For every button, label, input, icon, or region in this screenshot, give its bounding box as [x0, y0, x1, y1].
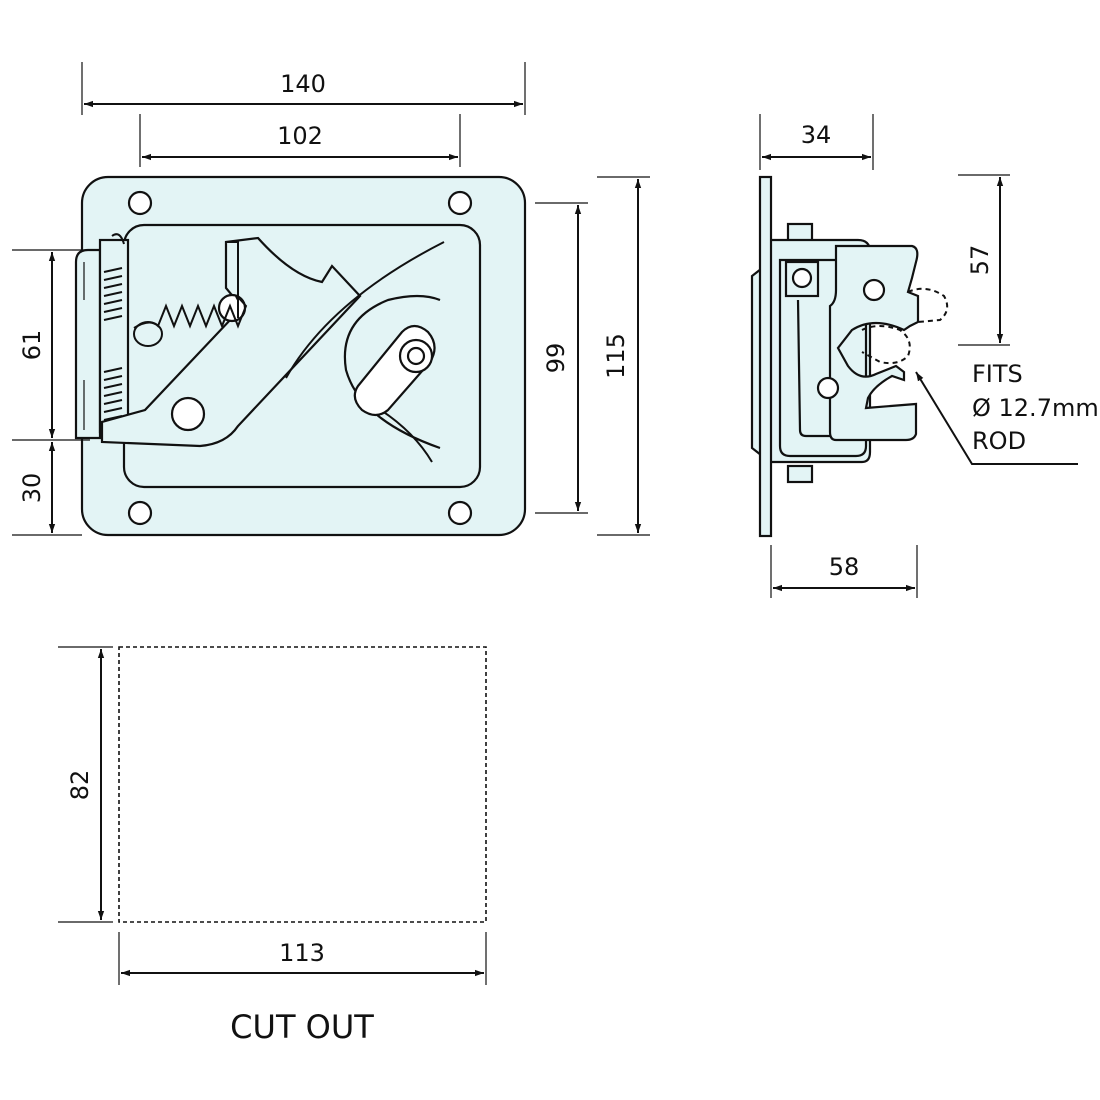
dim-overall-width: 140	[280, 70, 326, 98]
rod-leader-line	[915, 371, 1078, 465]
note-line-2: Ø 12.7mm	[972, 394, 1099, 422]
claw-rivet-lower	[816, 376, 840, 400]
cutout-view: 82 113 CUT OUT	[58, 646, 487, 1046]
hinge-spring-lower	[103, 367, 123, 421]
side-view	[750, 175, 949, 538]
dim-left-upper: 61	[18, 330, 46, 361]
side-bracket	[74, 248, 102, 440]
note-line-1: FITS	[972, 360, 1023, 388]
side-dimensions: 34 57 58 FITS Ø 12.7mm ROD	[759, 114, 1099, 598]
lever-tab	[226, 241, 239, 318]
lever-pivot-hole	[170, 396, 206, 432]
rod-upper-dashed	[907, 287, 949, 323]
rod-lower-dashed	[861, 325, 911, 365]
dim-tray-width: 102	[277, 122, 323, 150]
mounting-hole-bottom-left	[127, 500, 153, 526]
dim-cutout-height: 82	[66, 770, 94, 801]
dim-tray-height: 99	[542, 343, 570, 374]
hinge-spring-upper	[103, 267, 123, 321]
cutout-outline	[118, 646, 487, 923]
front-dimensions: 140 102 61 30 99 115	[12, 62, 650, 536]
claw-plate	[828, 244, 920, 442]
housing-rivet	[791, 267, 813, 289]
dim-cutout-width: 113	[279, 939, 325, 967]
handle-edge-upper	[285, 241, 445, 379]
dim-depth-top: 34	[801, 121, 832, 149]
dim-left-lower: 30	[18, 473, 46, 504]
housing-block	[784, 260, 820, 298]
dim-slot-height: 57	[966, 245, 994, 276]
claw-rivet-upper	[862, 278, 886, 302]
note-line-3: ROD	[972, 427, 1026, 455]
tension-spring	[133, 295, 248, 347]
trigger-lever	[100, 236, 362, 448]
cutout-caption: CUT OUT	[230, 1008, 374, 1046]
front-view	[74, 175, 527, 537]
mounting-hole-bottom-right	[447, 500, 473, 526]
hinge-plate	[98, 238, 130, 434]
bottom-pin	[786, 464, 814, 484]
dim-overall-height: 115	[602, 333, 630, 379]
bolt-center	[406, 346, 426, 366]
mounting-hole-top-left	[127, 190, 153, 216]
dim-depth-bottom: 58	[829, 553, 860, 581]
hinge-hook	[111, 233, 125, 245]
mounting-hole-top-right	[447, 190, 473, 216]
side-mounting-plate	[758, 175, 773, 538]
